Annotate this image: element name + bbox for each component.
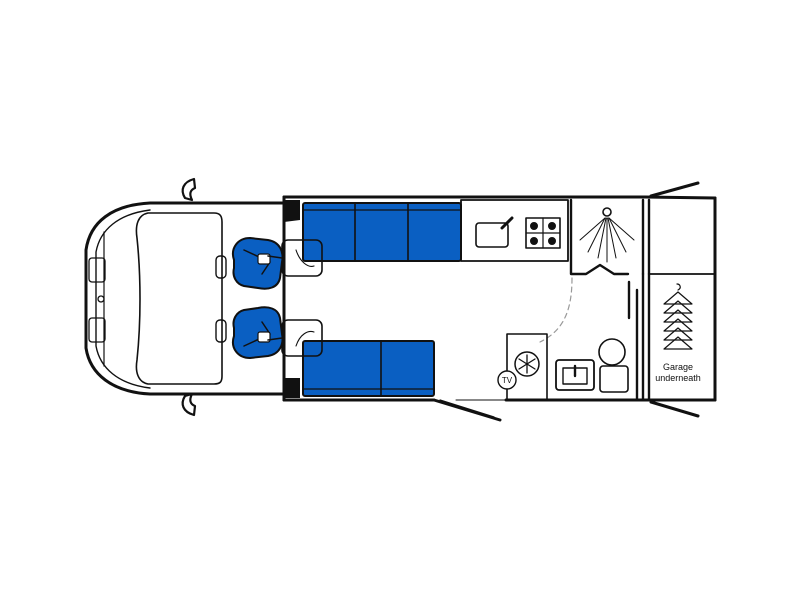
garage-label-line1: Garage (663, 362, 693, 372)
washbasin-icon (555, 359, 595, 391)
garage-label-line2: underneath (655, 373, 701, 383)
body-shell (282, 181, 717, 422)
tv-icon: TV (497, 370, 517, 390)
swivel-arrow-icon (295, 330, 315, 347)
cab-body (84, 201, 286, 396)
mirror-bottom (181, 392, 197, 417)
dash-tab (215, 319, 227, 343)
badge (97, 295, 105, 303)
sofa-bottom[interactable] (302, 340, 435, 397)
toilet-icon (598, 338, 629, 393)
dash-tab (215, 255, 227, 279)
garage-door-open[interactable] (649, 400, 700, 418)
kitchen-counter (460, 199, 569, 262)
mirror-top (181, 177, 197, 202)
headlight (88, 317, 106, 343)
wall-top (282, 195, 717, 200)
shower-wall (569, 198, 630, 276)
tv-label: TV (502, 376, 513, 385)
fridge-snowflake-icon (514, 351, 540, 377)
shower (569, 198, 651, 276)
pillar (284, 200, 300, 222)
windscreen (135, 212, 223, 385)
pillar (284, 378, 300, 398)
kitchen (460, 199, 569, 262)
shower-icon (579, 207, 635, 263)
cab-inner-line (95, 209, 151, 389)
hob-icon (525, 217, 561, 249)
washroom: TV (497, 272, 651, 402)
fridge-cabinet (506, 333, 548, 401)
cab (84, 177, 286, 417)
swivel-arrow-icon (295, 249, 315, 267)
hanger-icon (663, 283, 693, 350)
cab-seat-icon[interactable] (232, 237, 284, 290)
headlight (88, 257, 106, 283)
washroom-door-swing (539, 277, 573, 343)
lounge (232, 202, 462, 397)
cab-seat-icon[interactable] (232, 306, 284, 359)
garage: Garage underneath (648, 273, 716, 383)
entrance-door-open[interactable] (439, 399, 495, 418)
garage-door-open[interactable] (649, 181, 700, 198)
sink-icon (475, 216, 514, 248)
entrance-door-open[interactable] (432, 398, 502, 422)
sofa-top[interactable] (302, 202, 462, 262)
